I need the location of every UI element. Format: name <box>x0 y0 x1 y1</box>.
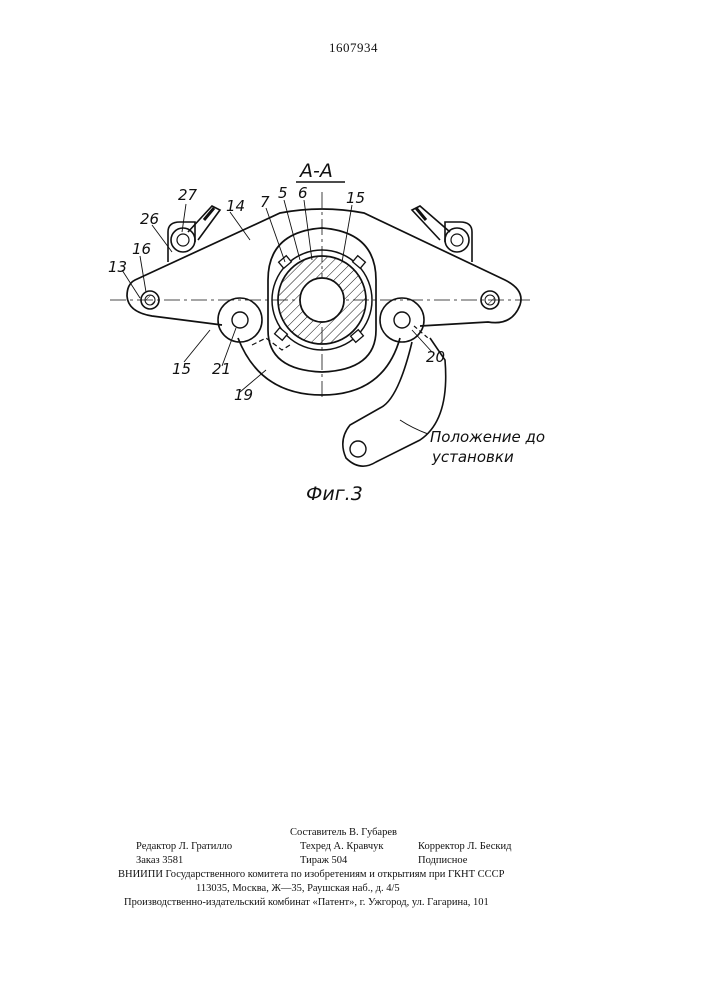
left-bracket-pin <box>171 228 195 252</box>
left-latch <box>188 206 220 240</box>
callout-line-2: установки <box>431 448 514 466</box>
arm-hole <box>350 441 366 457</box>
publisher: Производственно-издательский комбинат «П… <box>124 896 489 910</box>
ref-16: 16 <box>132 240 151 258</box>
corrector: Корректор Л. Бескид <box>418 840 511 854</box>
institute-address: 113035, Москва, Ж—35, Раушская наб., д. … <box>196 882 400 896</box>
ref-19: 19 <box>234 386 253 404</box>
compiler: Составитель В. Губарев <box>290 826 397 840</box>
key-bottom-left <box>275 328 288 341</box>
ref-20: 20 <box>426 348 445 366</box>
left-lug <box>218 298 262 342</box>
ref-6: 6 <box>298 184 308 202</box>
techred: Техред А. Кравчук <box>300 840 383 854</box>
ref-13: 13 <box>108 258 127 276</box>
ref-15-top: 15 <box>346 189 365 207</box>
key-top-right <box>353 256 366 269</box>
ref-26: 26 <box>140 210 159 228</box>
right-lug-hole <box>394 312 410 328</box>
ref-14: 14 <box>226 197 245 215</box>
callout-line-1: Положение до <box>430 428 545 446</box>
lower-bracket <box>238 338 400 395</box>
institute: ВНИИПИ Государственного комитета по изоб… <box>118 868 505 882</box>
section-label: А-А <box>298 160 333 182</box>
ref-21: 21 <box>212 360 231 378</box>
shaft-bore <box>300 278 344 322</box>
subscription: Подписное <box>418 854 467 868</box>
circulation: Тираж 504 <box>300 854 347 868</box>
ref-7: 7 <box>260 193 270 211</box>
editor: Редактор Л. Гратилло <box>136 840 232 854</box>
ref-27: 27 <box>178 186 198 204</box>
figure-caption: Фиг.3 <box>306 483 363 505</box>
ref-15-bottom: 15 <box>172 360 191 378</box>
order-number: Заказ 3581 <box>136 854 183 868</box>
left-lug-hole <box>232 312 248 328</box>
ref-5: 5 <box>278 184 288 202</box>
